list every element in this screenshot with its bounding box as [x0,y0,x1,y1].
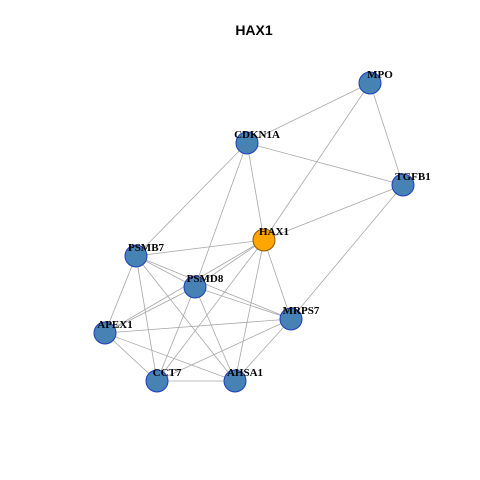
node-cct7: CCT7 [145,367,182,393]
diagram-title: HAX1 [235,22,273,38]
edge-cdkn1a-hax1 [246,142,265,241]
edge-hax1-psmb7 [135,239,265,257]
node-psmb7: PSMB7 [124,242,165,268]
edge-psmb7-apex1 [104,255,137,334]
edge-apex1-ahsa1 [104,332,236,382]
edge-tgfb1-mrps7 [290,184,404,320]
node-apex1: APEX1 [93,319,133,345]
node-circle [124,244,148,268]
node-label: MPO [367,69,393,81]
edge-hax1-psmd8 [194,239,265,288]
node-circle [358,71,382,95]
node-circle [391,173,415,197]
edge-psmb7-ahsa1 [135,255,236,382]
edge-psmd8-cct7 [156,286,196,382]
edge-hax1-ahsa1 [234,239,265,382]
node-label: TGFB1 [395,171,430,183]
edge-cdkn1a-tgfb1 [246,142,404,186]
node-mrps7: MRPS7 [279,305,320,331]
edge-psmd8-apex1 [104,286,196,334]
edge-hax1-cct7 [156,239,265,382]
node-circle [279,307,303,331]
node-layer: MPO CDKN1A TGFB1HAX1PSMB7PSMD8MRPS7APEX1CC… [93,69,431,393]
edge-cdkn1a-psmd8 [194,142,248,288]
edge-psmd8-ahsa1 [194,286,236,382]
edge-mrps7-ahsa1 [234,318,292,382]
node-circle [145,369,169,393]
edge-mrps7-cct7 [156,318,292,382]
node-label: MRPS7 [283,305,320,317]
node-circle [235,131,259,155]
node-circle [252,228,276,252]
node-label: AHSA1 [227,367,263,379]
node-hax1: HAX1 [252,226,289,252]
node-label: PSMD8 [187,273,224,285]
edge-apex1-cct7 [104,332,158,382]
edge-mpo-tgfb1 [369,82,404,186]
edge-tgfb1-hax1 [263,184,404,241]
node-circle [183,275,207,299]
node-label: CDKN1A [234,129,280,141]
node-mpo: MPO [358,69,393,95]
node-label: HAX1 [259,226,289,238]
node-label: APEX1 [97,319,132,331]
node-circle [93,321,117,345]
node-cdkn1a: CDKN1A [234,129,280,155]
edge-psmd8-mrps7 [194,286,292,320]
edge-psmb7-mrps7 [135,255,292,320]
edge-psmb7-cct7 [135,255,158,382]
edge-mpo-cdkn1a [246,82,371,144]
node-label: PSMB7 [128,242,165,254]
node-tgfb1: TGFB1 [391,171,431,197]
node-label: CCT7 [153,367,182,379]
edge-hax1-mrps7 [263,239,292,320]
node-ahsa1: AHSA1 [223,367,263,393]
node-psmd8: PSMD8 [183,273,224,299]
edge-layer [104,82,404,382]
edge-cdkn1a-psmb7 [135,142,248,257]
node-circle [223,369,247,393]
edge-mrps7-apex1 [104,318,292,334]
